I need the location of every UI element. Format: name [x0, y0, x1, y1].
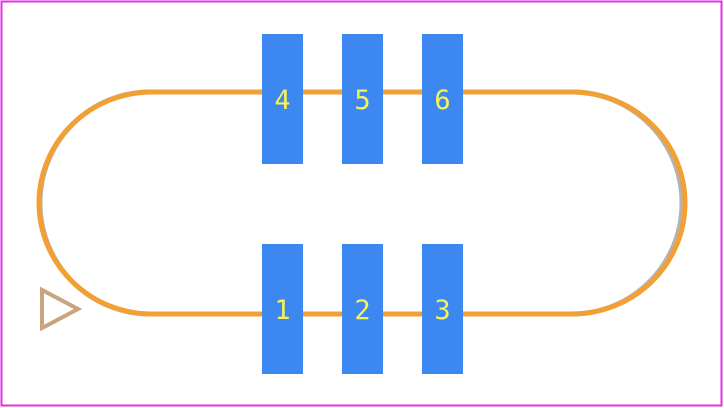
- pad-label: 1: [274, 295, 290, 326]
- top-row-pads: 4 5 6: [262, 34, 463, 164]
- pad-6[interactable]: 6: [422, 34, 463, 164]
- pad-label: 6: [434, 85, 450, 116]
- pad-3[interactable]: 3: [422, 244, 463, 374]
- pad-label: 4: [274, 85, 290, 116]
- pad-1[interactable]: 1: [262, 244, 303, 374]
- pad-label: 2: [354, 295, 370, 326]
- pad-4[interactable]: 4: [262, 34, 303, 164]
- pad-label: 3: [434, 295, 450, 326]
- bottom-row-pads: 1 2 3: [262, 244, 463, 374]
- pad-5[interactable]: 5: [342, 34, 383, 164]
- pad-label: 5: [354, 85, 370, 116]
- triangle-marker-icon: [40, 286, 83, 332]
- pad-2[interactable]: 2: [342, 244, 383, 374]
